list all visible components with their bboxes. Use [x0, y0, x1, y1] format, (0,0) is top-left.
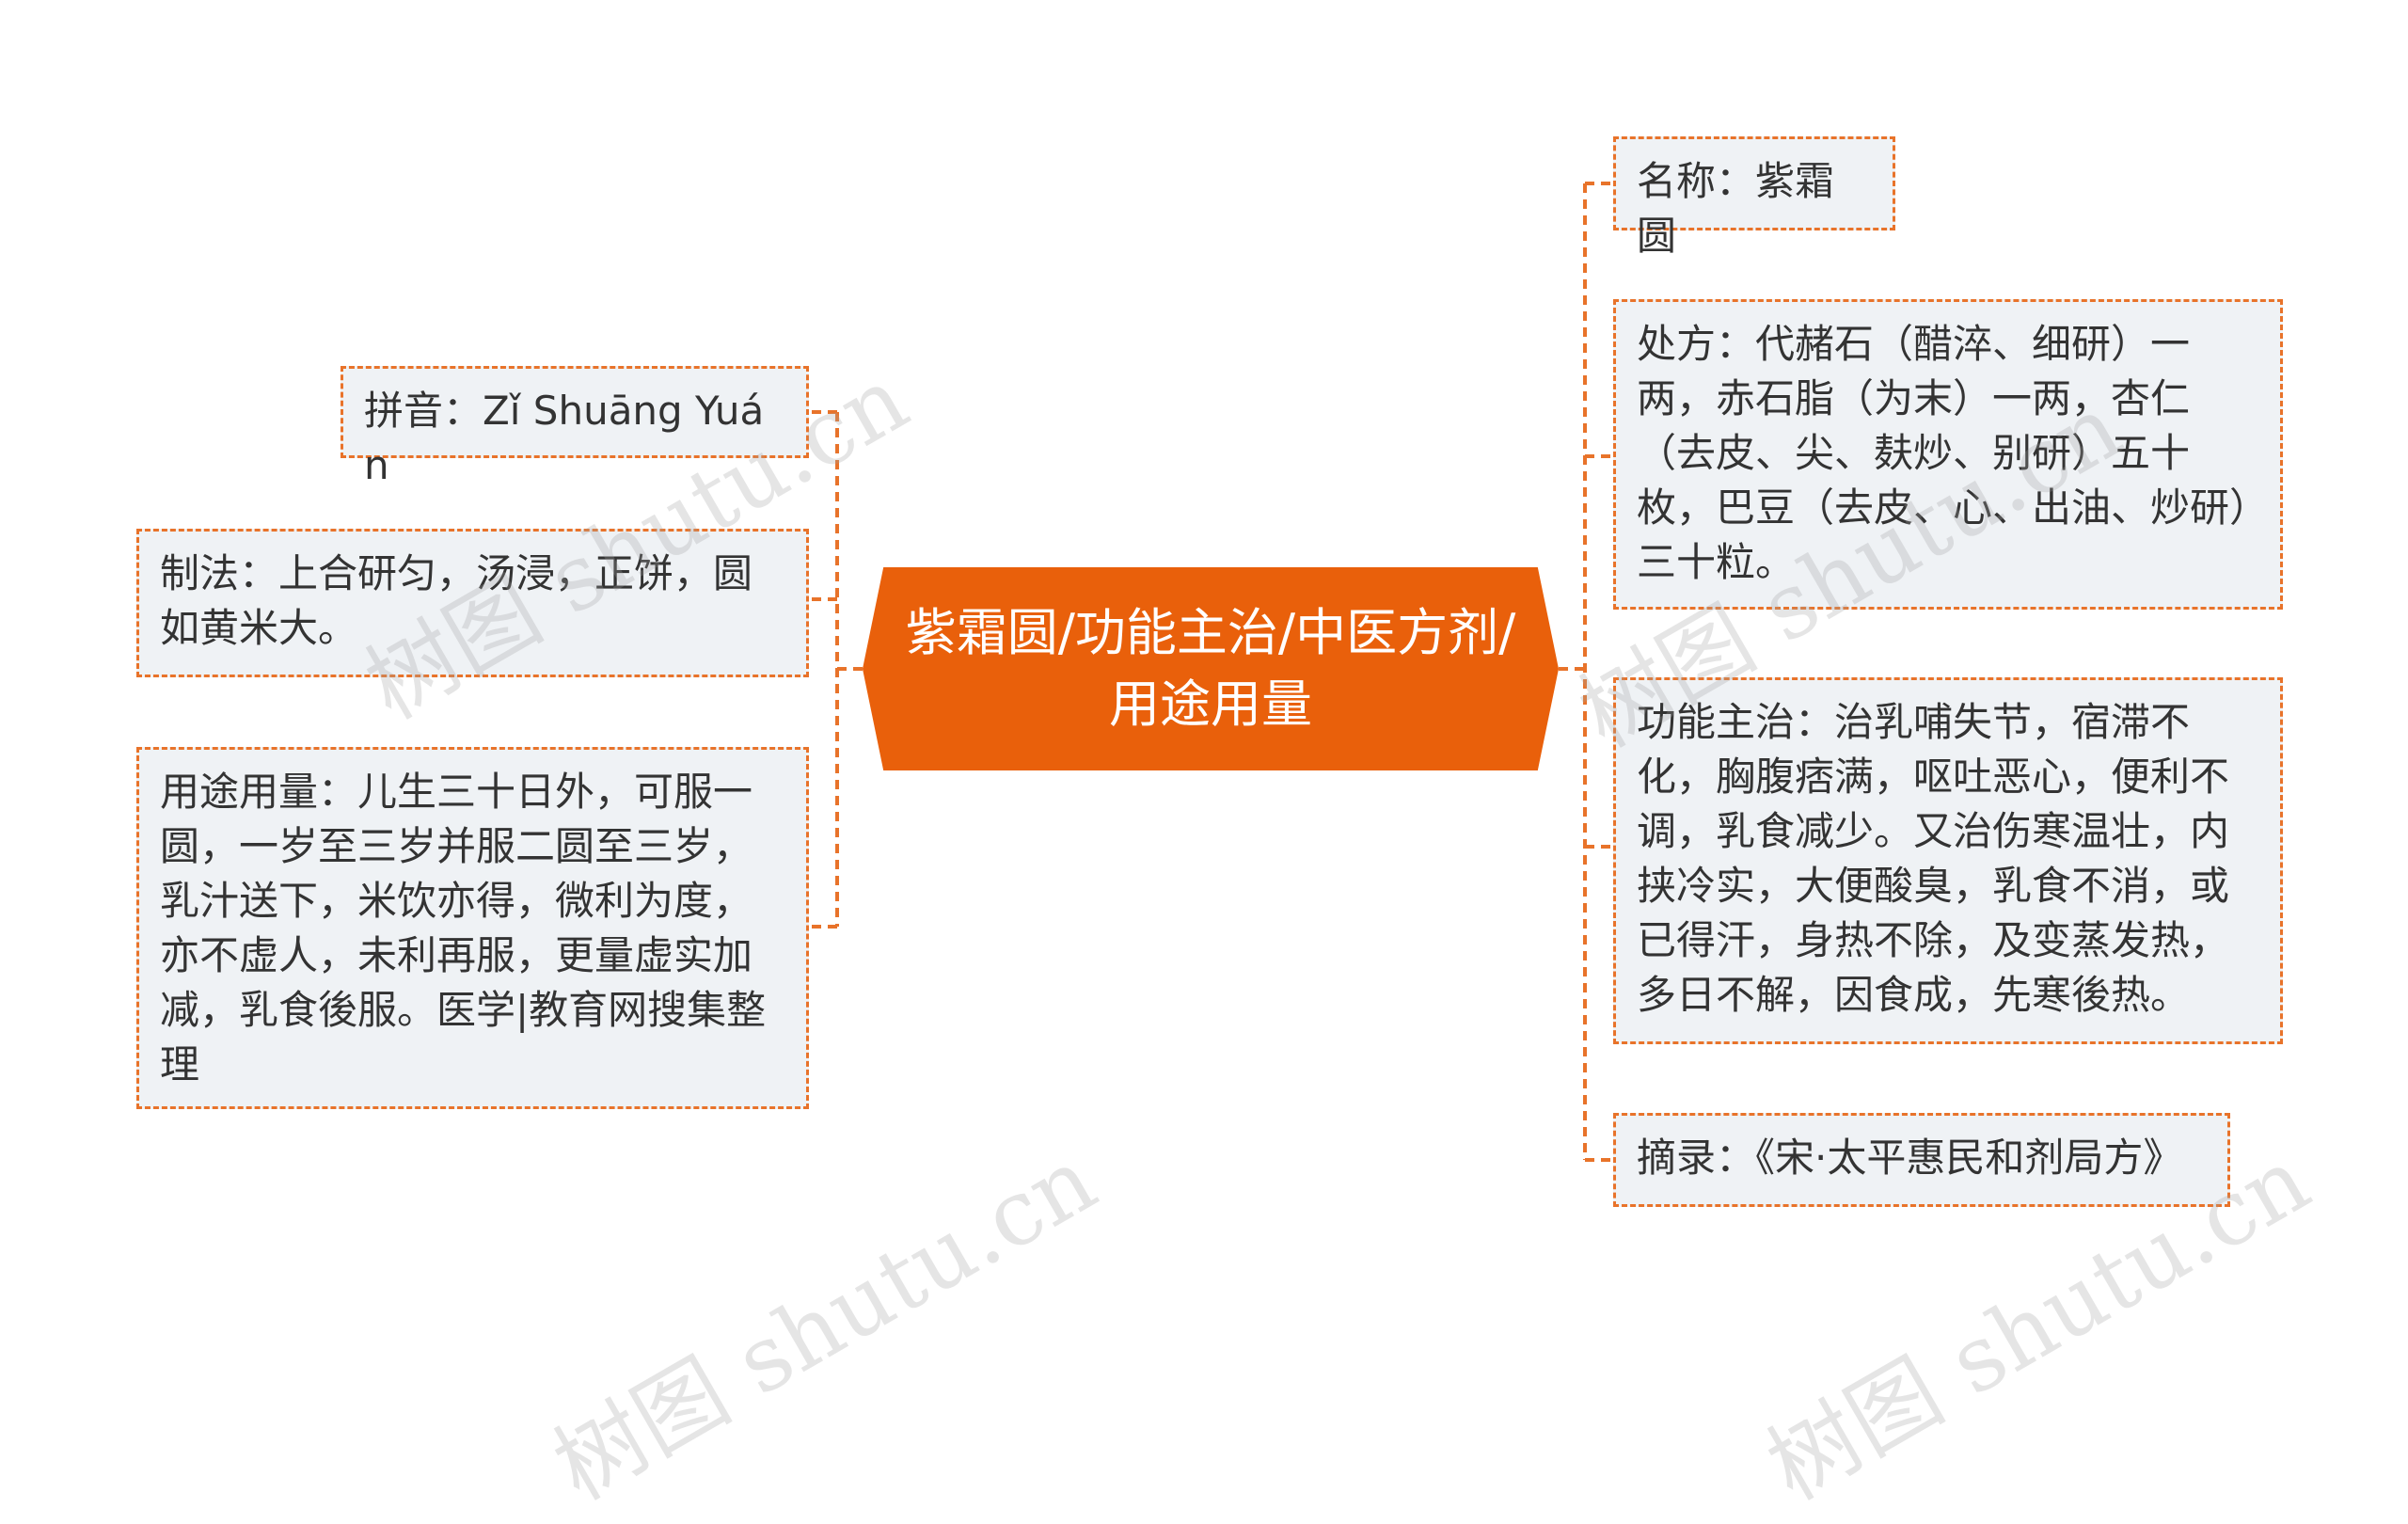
node-usage-dosage[interactable]: 用途用量：儿生三十日外，可服一圆，一岁至三岁并服二圆至三岁，乳汁送下，米饮亦得，…	[136, 747, 809, 1109]
node-prescription[interactable]: 处方：代赭石（醋淬、细研）一两，赤石脂（为末）一两，杏仁（去皮、尖、麸炒、别研）…	[1613, 299, 2283, 610]
node-name[interactable]: 名称：紫霜圆	[1613, 136, 1895, 259]
central-topic[interactable]: 紫霜圆/功能主治/中医方剂/用途用量	[863, 567, 1559, 770]
node-pinyin[interactable]: 拼音：Zǐ Shuāng Yuán	[341, 366, 809, 488]
node-preparation[interactable]: 制法：上合研匀，汤浸，正饼，圆如黄米大。	[136, 529, 809, 677]
connector-lines	[809, 182, 1613, 1162]
left-connector	[809, 410, 863, 929]
central-topic-label: 紫霜圆/功能主治/中医方剂/用途用量	[905, 603, 1516, 734]
right-connector	[1559, 182, 1613, 1162]
node-indications[interactable]: 功能主治：治乳哺失节，宿滞不化，胸腹痞满，呕吐恶心，便利不调，乳食减少。又治伤寒…	[1613, 677, 2283, 1044]
mindmap-canvas: 紫霜圆/功能主治/中医方剂/用途用量 拼音：Zǐ Shuāng Yuán 制法：…	[136, 136, 2326, 1520]
node-source[interactable]: 摘录：《宋·太平惠民和剂局方》	[1613, 1113, 2230, 1207]
